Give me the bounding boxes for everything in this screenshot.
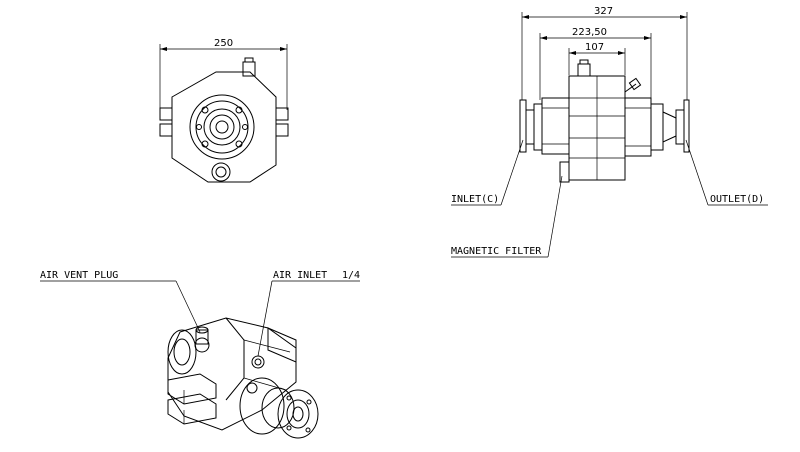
side-view: 327 223,50 107 bbox=[451, 6, 768, 258]
label-air-inlet-size: 1/4 bbox=[342, 270, 360, 281]
flange-bore bbox=[209, 114, 235, 140]
iso-vent-plug-base bbox=[194, 337, 210, 353]
front-view: 250 bbox=[159, 38, 289, 183]
bolt-hole bbox=[235, 106, 243, 114]
isometric-view: AIR VENT PLUG AIR INLET 1/4 bbox=[40, 270, 360, 439]
arrow-left bbox=[160, 47, 167, 51]
vent-plug-cap bbox=[244, 57, 254, 63]
right-ear-bottom bbox=[275, 123, 289, 137]
vent-plug-body bbox=[242, 61, 256, 77]
bolt-hole bbox=[242, 124, 248, 130]
iso-foot-lower bbox=[167, 393, 217, 425]
bolt-hole bbox=[201, 106, 209, 114]
iso-foot-upper bbox=[167, 373, 217, 405]
vent-plug bbox=[577, 63, 591, 77]
inlet-cover bbox=[541, 97, 570, 155]
iso-body bbox=[167, 317, 297, 431]
dim-107-text: 107 bbox=[585, 42, 604, 53]
iso-outlet-cover bbox=[239, 377, 285, 435]
flange-hub bbox=[215, 120, 229, 134]
inlet-neck bbox=[525, 109, 535, 145]
dim-327-text: 327 bbox=[594, 6, 613, 17]
air-inlet-fitting bbox=[624, 83, 637, 93]
drain-boss-outer bbox=[211, 162, 231, 182]
flange-inner bbox=[203, 108, 241, 146]
outlet-collar bbox=[650, 103, 664, 151]
magnetic-filter bbox=[559, 161, 570, 183]
iso-outlet-collar bbox=[261, 387, 295, 429]
label-outlet: OUTLET(D) bbox=[710, 194, 764, 205]
dim-250-text: 250 bbox=[214, 38, 233, 49]
arrow-left bbox=[569, 51, 576, 55]
left-ear-bottom bbox=[159, 123, 173, 137]
bolt-hole bbox=[201, 140, 209, 148]
outlet-flange bbox=[683, 99, 690, 153]
inlet-flange bbox=[519, 99, 527, 153]
iso-outlet-bore bbox=[286, 399, 310, 429]
flange-outer bbox=[189, 94, 255, 160]
outlet-cone bbox=[662, 111, 677, 143]
iso-outlet-hub bbox=[292, 406, 304, 422]
iso-magnetic-filter bbox=[246, 382, 258, 394]
arrow-right bbox=[618, 51, 625, 55]
vent-plug-cap bbox=[579, 59, 589, 65]
label-air-inlet: AIR INLET bbox=[273, 270, 327, 281]
label-air-vent-plug: AIR VENT PLUG bbox=[40, 270, 118, 281]
outlet-cover bbox=[624, 97, 652, 157]
right-ear-top bbox=[275, 107, 289, 121]
leader-air-vent bbox=[175, 280, 201, 333]
iso-bolt-hole bbox=[305, 427, 311, 433]
iso-edge bbox=[243, 339, 291, 353]
iso-vent-plug-top bbox=[195, 326, 209, 334]
iso-bolt-hole bbox=[306, 399, 312, 405]
dim-223-text: 223,50 bbox=[572, 27, 607, 38]
leader-inlet bbox=[500, 139, 524, 206]
drain-boss-inner bbox=[215, 166, 227, 178]
iso-bolt-hole bbox=[286, 395, 292, 401]
bolt-hole bbox=[196, 124, 202, 130]
air-inlet-nut bbox=[628, 77, 642, 91]
outlet-neck bbox=[675, 109, 685, 145]
arrow-right bbox=[280, 47, 287, 51]
iso-outlet-flange bbox=[277, 389, 319, 439]
arrow-left bbox=[522, 15, 529, 19]
leader-outlet bbox=[685, 139, 709, 206]
iso-air-inlet-tab bbox=[267, 327, 297, 363]
leader-air-inlet bbox=[257, 280, 273, 357]
leader-magnetic-filter bbox=[547, 175, 563, 258]
left-ear-top bbox=[159, 107, 173, 121]
arrow-right bbox=[680, 15, 687, 19]
arrow-right bbox=[644, 36, 651, 40]
iso-bolt-hole bbox=[286, 425, 292, 431]
iso-inlet-flange bbox=[167, 329, 197, 375]
label-magnetic-filter: MAGNETIC FILTER bbox=[451, 246, 542, 257]
pump-body-outline bbox=[171, 71, 277, 183]
arrow-left bbox=[540, 36, 547, 40]
iso-air-inlet-fitting bbox=[251, 355, 265, 369]
iso-body-edge bbox=[225, 317, 245, 401]
bolt-hole bbox=[235, 140, 243, 148]
iso-air-inlet-bore bbox=[254, 358, 262, 366]
iso-vent-plug bbox=[195, 329, 209, 345]
inlet-collar bbox=[533, 103, 543, 151]
label-inlet: INLET(C) bbox=[451, 194, 499, 205]
iso-inlet-bore bbox=[173, 338, 191, 366]
